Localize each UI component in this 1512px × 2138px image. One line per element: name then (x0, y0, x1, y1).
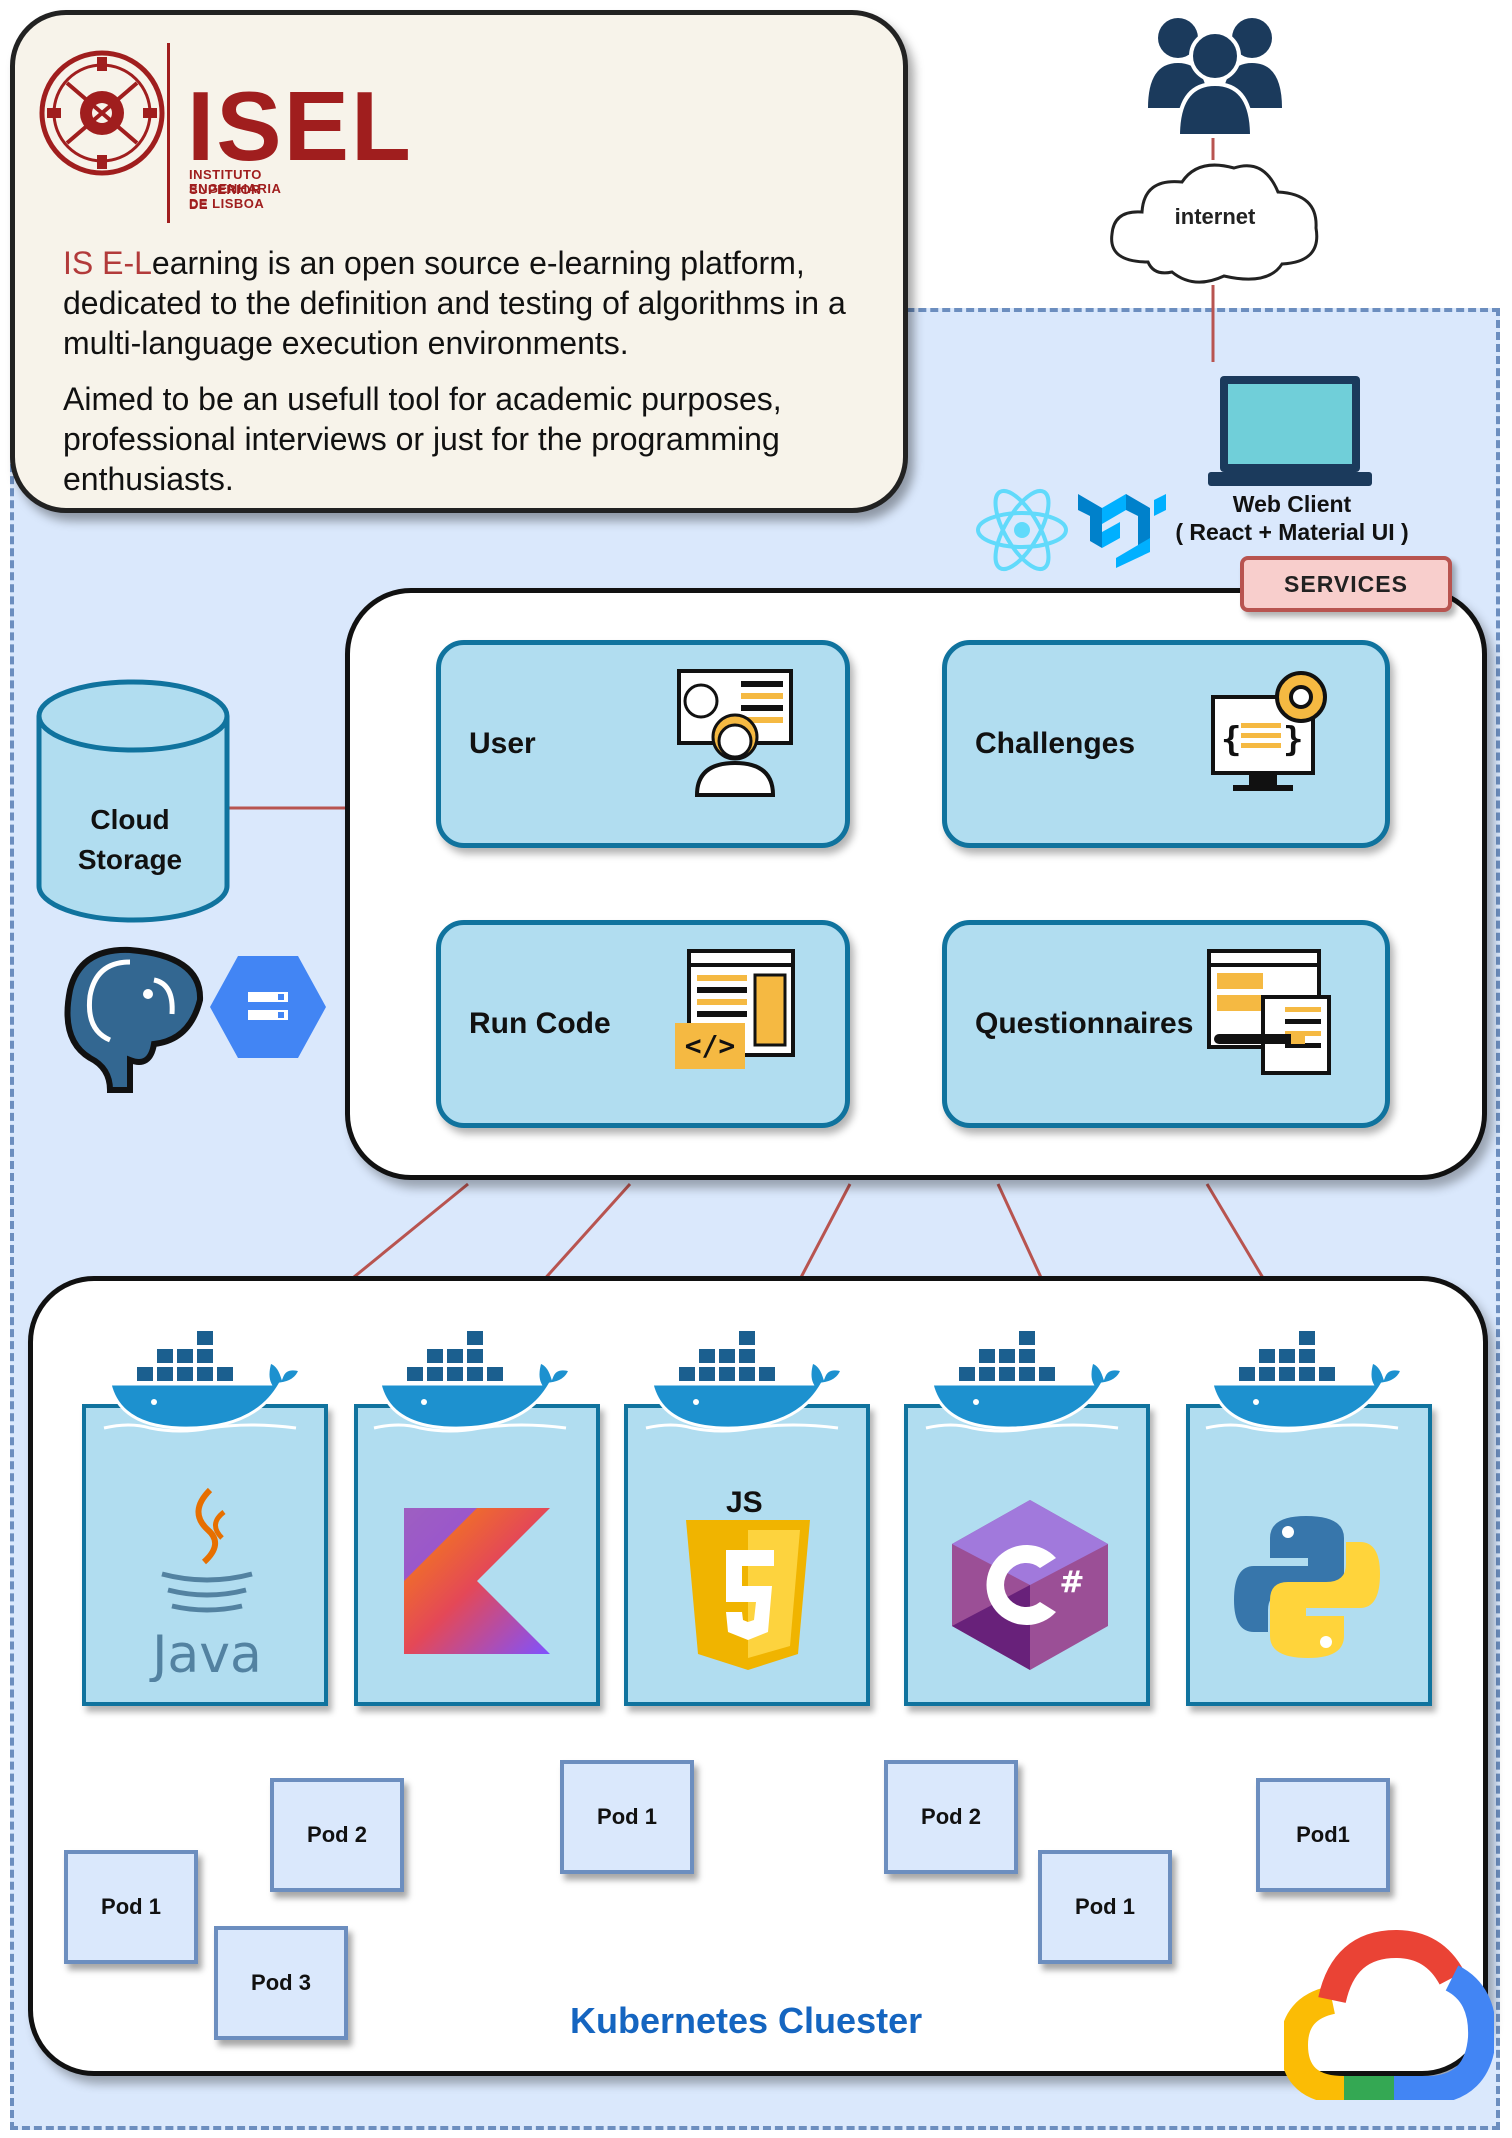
docker-csharp-icon (924, 1328, 1124, 1433)
csharp-icon: # (952, 1500, 1108, 1670)
docker-kotlin-icon (372, 1328, 572, 1433)
users-group-icon (1148, 18, 1282, 138)
python-icon (1234, 1516, 1380, 1658)
js-pod-1[interactable]: Pod 1 (560, 1760, 694, 1874)
user-developer-icon (677, 669, 793, 797)
web-client-stack: ( React + Material UI ) (1175, 519, 1409, 545)
service-challenges[interactable]: Challenges { } (942, 640, 1390, 848)
google-cloud-icon (1284, 1930, 1494, 2100)
internet-cloud-icon (1110, 163, 1319, 284)
python-container (1186, 1404, 1432, 1706)
code-settings-icon: { } (1211, 671, 1327, 791)
platform-purpose: Aimed to be an usefull tool for academic… (63, 381, 782, 497)
cloud-storage-label: Cloud Storage (35, 800, 225, 880)
logo-divider (167, 43, 170, 223)
react-icon (976, 488, 1068, 572)
csharp-pod-2[interactable]: Pod 2 (884, 1760, 1018, 1874)
javascript-shield-icon (686, 1520, 810, 1670)
kotlin-container (354, 1404, 600, 1706)
service-run-code[interactable]: Run Code </> (436, 920, 850, 1128)
csharp-pod-1[interactable]: Pod 1 (1038, 1850, 1172, 1964)
description-text: earning is an open source e-learning pla… (63, 245, 846, 361)
kubernetes-cluster-label: Kubernetes Cluester (570, 2000, 923, 2041)
service-questionnaires-label: Questionnaires (975, 1007, 1194, 1040)
js-badge: JS (726, 1486, 763, 1519)
material-ui-icon (1078, 494, 1166, 568)
docker-python-icon (1204, 1328, 1404, 1433)
java-pod-1[interactable]: Pod 1 (64, 1850, 198, 1964)
kotlin-icon (404, 1508, 550, 1654)
service-run-code-label: Run Code (469, 1007, 611, 1040)
services-tag: SERVICES (1240, 556, 1452, 612)
isel-wordmark: ISEL (187, 71, 413, 181)
cloud-storage-icon (36, 679, 230, 923)
isel-subtitle-1: INSTITUTO SUPERIOR DE (189, 167, 262, 212)
info-panel: ISEL INSTITUTO SUPERIOR DE ENGENHARIA DE… (10, 10, 908, 513)
service-questionnaires[interactable]: Questionnaires (942, 920, 1390, 1128)
java-pod-3[interactable]: Pod 3 (214, 1926, 348, 2040)
postgresql-icon (64, 946, 204, 1093)
description-accent: IS E-L (63, 245, 152, 281)
service-user-label: User (469, 727, 536, 760)
service-challenges-label: Challenges (975, 727, 1136, 760)
java-pod-2[interactable]: Pod 2 (270, 1778, 404, 1892)
svg-text:}: } (1283, 720, 1303, 760)
web-client-title: Web Client (1232, 491, 1352, 517)
service-user[interactable]: User (436, 640, 850, 848)
isel-subtitle-2: ENGENHARIA DE LISBOA (189, 181, 281, 211)
svg-text:{: { (1221, 720, 1241, 760)
csharp-container: # (904, 1404, 1150, 1706)
web-client-label: Web Client ( React + Material UI ) (1162, 490, 1422, 546)
questionnaire-icon (1207, 949, 1331, 1075)
javascript-container: JS (624, 1404, 870, 1706)
java-container: Java (82, 1404, 328, 1706)
isel-seal-icon (39, 50, 165, 176)
cloud-storage-line1: Cloud (90, 804, 170, 835)
code-editor-icon: </> (675, 949, 795, 1069)
cloud-storage-line2: Storage (77, 844, 183, 875)
svg-text:#: # (1059, 1565, 1084, 1600)
isel-logo: ISEL INSTITUTO SUPERIOR DE ENGENHARIA DE… (37, 43, 411, 223)
laptop-icon (1208, 376, 1372, 486)
docker-js-icon (644, 1328, 844, 1433)
platform-description: IS E-Learning is an open source e-learni… (63, 243, 893, 363)
svg-text:</>: </> (685, 1029, 736, 1062)
google-cloud-storage-icon (210, 956, 326, 1058)
python-pod-1[interactable]: Pod1 (1256, 1778, 1390, 1892)
svg-text:Java: Java (149, 1625, 262, 1682)
docker-java-icon (102, 1328, 302, 1433)
internet-label: internet (1174, 204, 1256, 229)
java-icon: Java (149, 1487, 262, 1682)
